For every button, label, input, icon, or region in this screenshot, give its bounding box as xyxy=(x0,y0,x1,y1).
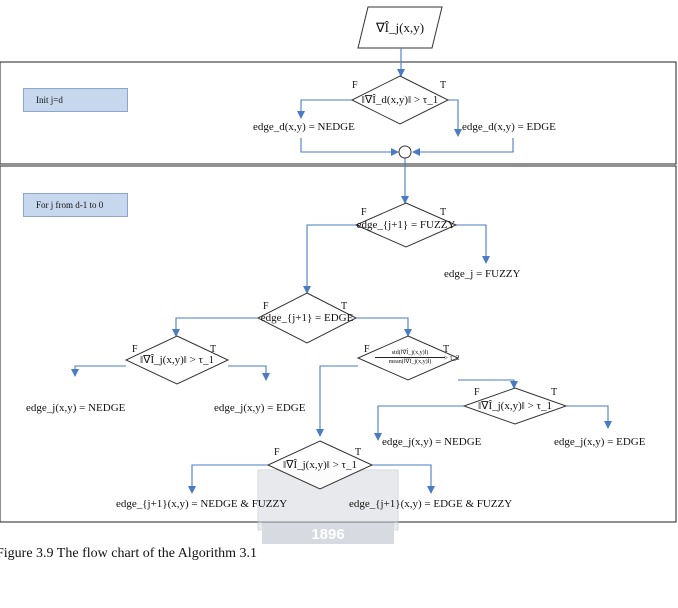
start-node xyxy=(357,6,443,49)
ratio-numerator: std(‖∇Î_j(x,y)‖) xyxy=(375,349,445,358)
fuzzy-condition: edge_{j+1} = FUZZY xyxy=(356,219,456,231)
grad-left-true-result: edge_j(x,y) = EDGE xyxy=(214,402,306,414)
init-false-result: edge_d(x,y) = NEDGE xyxy=(253,121,355,133)
arrow-edge-true xyxy=(356,317,412,337)
grad-right-condition: ‖∇Î_j(x,y)‖ > τ_1 xyxy=(478,400,552,412)
grad-bottom-false-mark: F xyxy=(274,447,280,458)
grad-bottom-true-result: edge_{j+1}(x,y) = EDGE & FUZZY xyxy=(349,498,513,510)
arrow-fuzzy-false xyxy=(303,224,356,294)
svg-text:1896: 1896 xyxy=(311,526,344,543)
init-panel-tag: Init j=d xyxy=(23,88,128,112)
decision-edge xyxy=(256,292,358,344)
ratio-true-mark: T xyxy=(443,344,450,355)
arrow-bottom-true xyxy=(372,464,435,494)
decision-grad-left xyxy=(124,335,230,385)
arrow-left-true xyxy=(228,365,270,381)
arrow-fuzzy-true xyxy=(456,224,490,264)
start-node-label: ∇Î_j(x,y) xyxy=(375,20,425,35)
grad-left-true-mark: T xyxy=(210,344,217,355)
fuzzy-true-result: edge_j = FUZZY xyxy=(444,268,521,280)
arrow-ratio-true xyxy=(458,379,518,389)
ratio-condition: std(‖∇Î_j(x,y)‖) mean(‖∇Î_j(x,y)‖) xyxy=(375,349,445,366)
figure-caption: Figure 3.9 The flow chart of the Algorit… xyxy=(0,546,258,561)
loop-panel-tag: For j from d-1 to 0 xyxy=(23,193,128,217)
arrow-nedge-to-merge xyxy=(300,138,399,156)
grad-right-true-mark: T xyxy=(551,387,558,398)
arrow-bottom-false xyxy=(188,464,268,494)
init-condition: ‖∇Î_d(x,y)‖ > τ_1 xyxy=(361,94,439,106)
decision-fuzzy xyxy=(354,202,458,248)
ratio-false-mark: F xyxy=(364,344,370,355)
edge-true-mark: T xyxy=(341,301,348,312)
arrow-right-true xyxy=(566,405,612,429)
grad-bottom-false-result: edge_{j+1}(x,y) = NEDGE & FUZZY xyxy=(116,498,288,510)
grad-left-false-result: edge_j(x,y) = NEDGE xyxy=(26,402,126,414)
grad-bottom-true-mark: T xyxy=(355,447,362,458)
fuzzy-true-mark: T xyxy=(440,207,447,218)
init-false-mark: F xyxy=(352,80,358,91)
decision-ratio xyxy=(356,335,460,381)
arrow-edge-false xyxy=(172,317,258,337)
grad-right-true-result: edge_j(x,y) = EDGE xyxy=(554,436,646,448)
ratio-threshold: > τ_2 xyxy=(444,354,460,362)
arrow-ratio-false xyxy=(316,365,358,437)
init-true-result: edge_d(x,y) = EDGE xyxy=(462,121,556,133)
edge-false-mark: F xyxy=(263,301,269,312)
arrow-right-false xyxy=(374,405,464,441)
grad-left-condition: ‖∇Î_j(x,y)‖ > τ_1 xyxy=(140,354,214,366)
merge-node xyxy=(398,145,412,159)
decision-init xyxy=(350,75,450,125)
grad-bottom-condition: ‖∇Î_j(x,y)‖ > τ_1 xyxy=(283,459,357,471)
decision-grad-right xyxy=(462,387,568,425)
ratio-denominator: mean(‖∇Î_j(x,y)‖) xyxy=(388,359,432,365)
arrow-init-true xyxy=(448,99,462,137)
grad-right-false-result: edge_j(x,y) = NEDGE xyxy=(382,436,482,448)
fuzzy-false-mark: F xyxy=(361,207,367,218)
grad-right-false-mark: F xyxy=(474,387,480,398)
decision-grad-bottom xyxy=(266,440,374,490)
init-true-mark: T xyxy=(440,80,447,91)
grad-left-false-mark: F xyxy=(132,344,138,355)
arrow-left-false xyxy=(71,365,126,377)
init-panel xyxy=(0,61,677,165)
edge-condition: edge_{j+1} = EDGE xyxy=(260,312,354,324)
arrow-init-false xyxy=(297,99,352,119)
arrow-edge-to-merge xyxy=(412,138,514,156)
